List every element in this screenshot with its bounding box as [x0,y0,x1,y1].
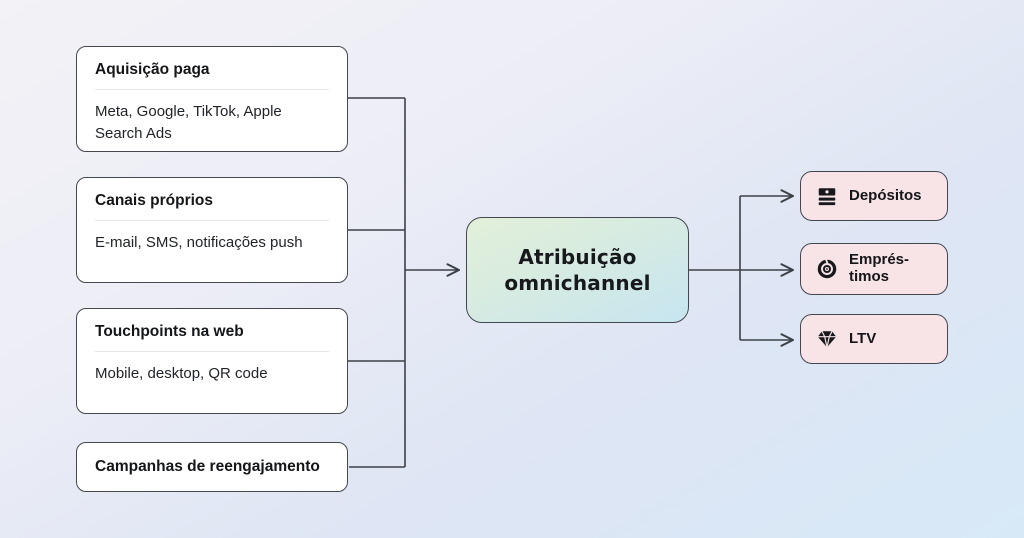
source-title: Canais próprios [95,192,213,209]
output-node-ltv: LTV [800,314,948,364]
center-node-omnichannel-attribution: Atribuição omnichannel [466,217,689,323]
source-title: Campanhas de reengajamento [95,458,320,476]
divider [95,220,329,222]
connector-source-stubs [348,97,405,468]
output-node-label: Depósitos [849,186,922,204]
output-node-label: LTV [849,329,877,347]
source-node-paid-acquisition: Aquisição paga Meta, Google, TikTok, App… [76,46,348,152]
loans-target-icon [817,258,837,279]
deposits-stack-icon [818,188,836,206]
center-node-label: Atribuição omnichannel [504,245,651,295]
source-node-reengagement-campaigns: Campanhas de reengajamento [76,442,348,492]
divider [95,351,329,353]
source-node-owned-channels: Canais próprios E-mail, SMS, notificaçõe… [76,177,348,283]
output-node-label: Emprés-timos [849,251,910,285]
source-title: Aquisição paga [95,61,210,78]
source-title: Touchpoints na web [95,323,244,340]
source-detail: Meta, Google, TikTok, Apple Search Ads [95,103,282,142]
output-node-loans: Emprés-timos [800,243,948,295]
source-detail: Mobile, desktop, QR code [95,365,268,383]
gem-icon [817,330,837,348]
divider [95,89,329,91]
source-node-web-touchpoints: Touchpoints na web Mobile, desktop, QR c… [76,308,348,414]
output-node-deposits: Depósitos [800,171,948,221]
source-detail: E-mail, SMS, notificações push [95,234,303,252]
